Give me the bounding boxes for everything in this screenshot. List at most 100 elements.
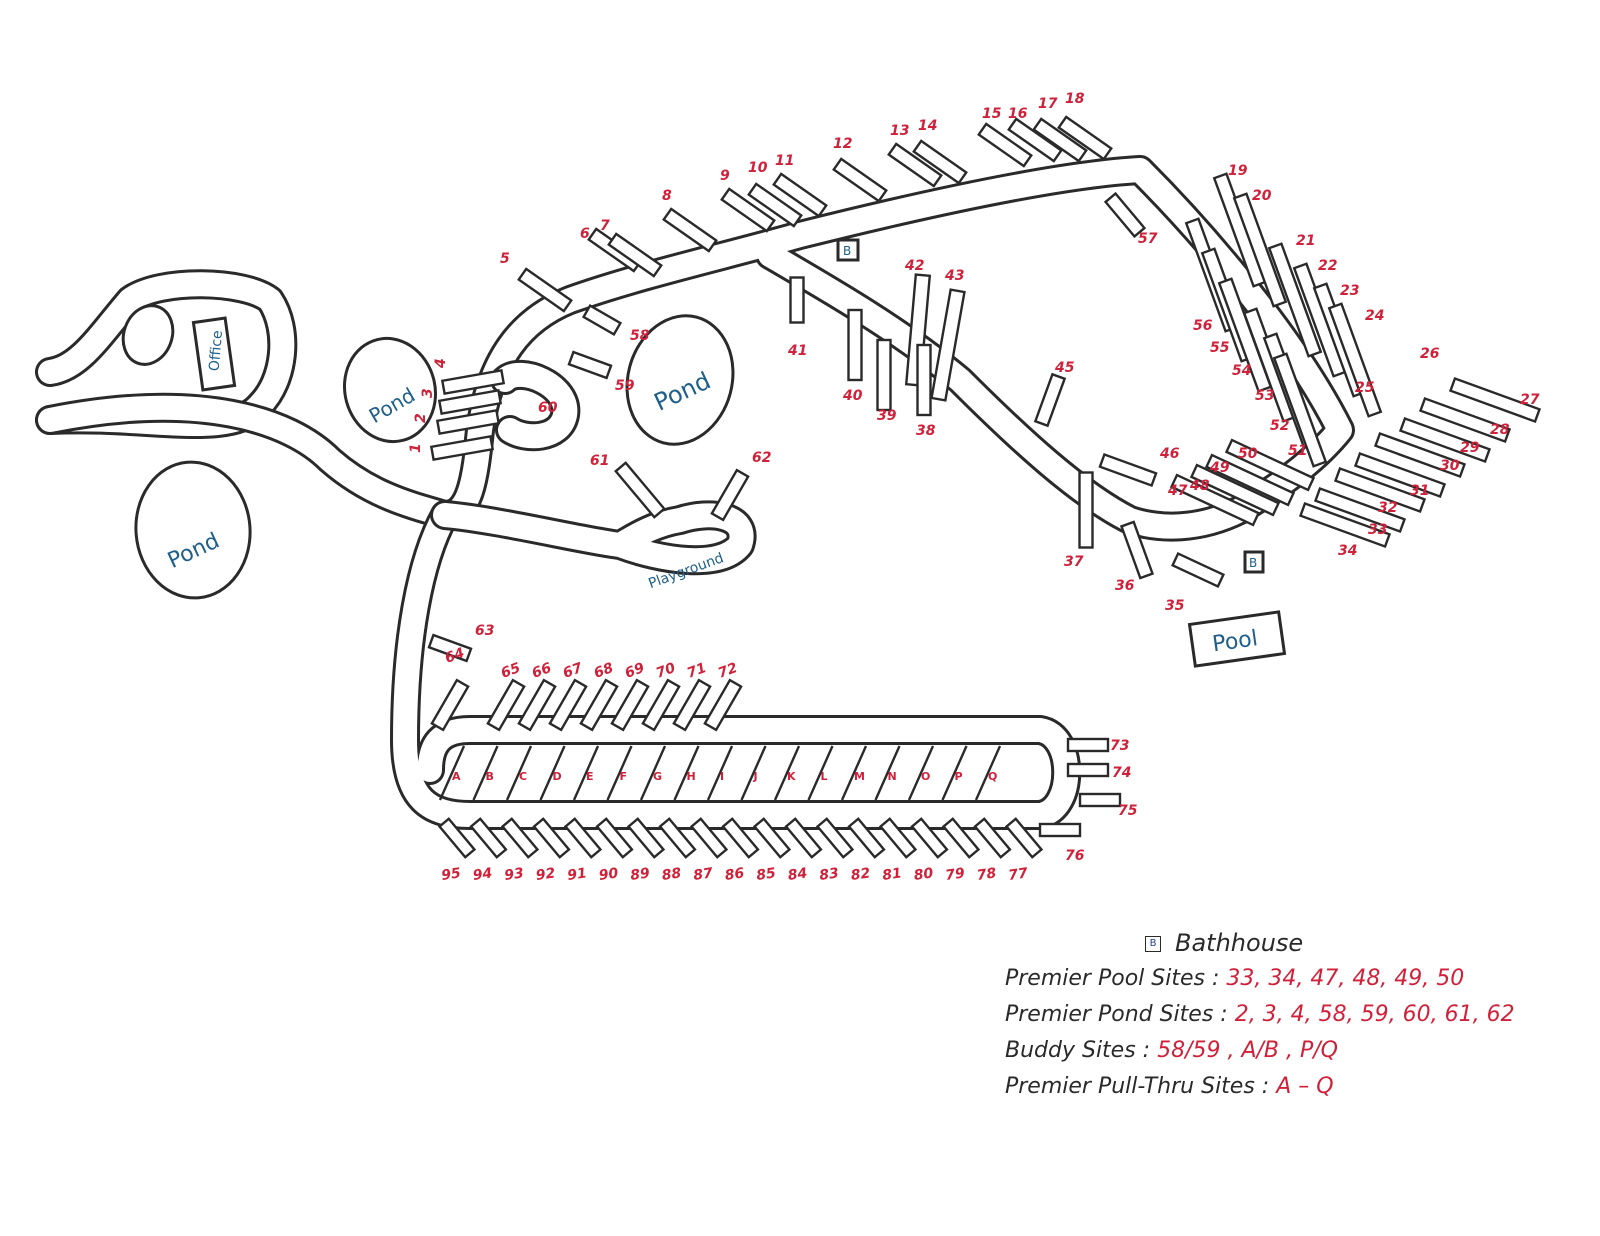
site-pad-1[interactable]: [429, 434, 495, 462]
site-pad-80[interactable]: [910, 817, 949, 859]
site-pad-51[interactable]: [1272, 352, 1328, 468]
site-pad-71[interactable]: [672, 678, 712, 732]
site-pad-36[interactable]: [1119, 520, 1155, 580]
site-pad-18[interactable]: [1057, 115, 1113, 161]
pull-thru-site-O[interactable]: [907, 745, 935, 801]
site-pad-95[interactable]: [437, 817, 477, 859]
pull-thru-site-D[interactable]: [539, 745, 566, 801]
pull-thru-site-P[interactable]: [941, 745, 968, 801]
site-pad-34[interactable]: [1298, 501, 1392, 549]
pull-thru-site-J[interactable]: [740, 745, 767, 801]
pull-thru-site-Q[interactable]: [974, 745, 1002, 801]
site-pad-84[interactable]: [784, 817, 823, 859]
pull-thru-site-G[interactable]: [639, 745, 667, 801]
site-pad-16[interactable]: [1007, 117, 1063, 163]
site-label-25: 25: [1355, 380, 1375, 396]
site-pad-40[interactable]: [847, 308, 863, 382]
site-pad-30[interactable]: [1373, 431, 1467, 479]
site-pad-13[interactable]: [887, 142, 943, 188]
pull-thru-site-L[interactable]: [807, 745, 834, 801]
site-pad-79[interactable]: [941, 817, 981, 859]
site-pad-62[interactable]: [710, 468, 750, 522]
pull-thru-site-C[interactable]: [505, 745, 533, 801]
site-pad-27[interactable]: [1448, 376, 1542, 424]
site-pad-50[interactable]: [1224, 438, 1316, 492]
site-pad-31[interactable]: [1353, 451, 1447, 499]
site-pad-9[interactable]: [720, 187, 776, 233]
site-pad-7[interactable]: [607, 232, 663, 278]
site-pad-81[interactable]: [878, 817, 918, 859]
pull-thru-site-A[interactable]: [438, 745, 466, 801]
site-pad-68[interactable]: [579, 678, 619, 732]
site-pad-35[interactable]: [1171, 551, 1225, 589]
pull-thru-site-B[interactable]: [472, 745, 499, 801]
site-pad-61[interactable]: [614, 461, 666, 519]
site-pad-5[interactable]: [517, 267, 573, 313]
site-pad-72[interactable]: [703, 678, 743, 732]
site-pad-64[interactable]: [430, 678, 470, 732]
site-pad-37[interactable]: [1078, 471, 1094, 549]
pull-thru-site-K[interactable]: [773, 745, 801, 801]
site-pad-24[interactable]: [1327, 302, 1383, 418]
site-pad-39[interactable]: [876, 338, 892, 412]
site-pad-67[interactable]: [548, 678, 588, 732]
site-pad-70[interactable]: [641, 678, 681, 732]
site-pad-17[interactable]: [1032, 117, 1088, 163]
pull-thru-site-N[interactable]: [874, 745, 901, 801]
site-pad-74[interactable]: [1066, 762, 1110, 778]
site-pad-91[interactable]: [563, 817, 603, 859]
site-pad-46[interactable]: [1098, 452, 1158, 488]
site-pad-45[interactable]: [1033, 372, 1067, 428]
site-pad-65[interactable]: [486, 678, 526, 732]
site-pad-90[interactable]: [595, 817, 634, 859]
site-pad-2[interactable]: [435, 408, 501, 436]
pull-thru-site-M[interactable]: [840, 745, 868, 801]
site-pad-42[interactable]: [904, 273, 932, 387]
site-pad-47[interactable]: [1169, 473, 1261, 527]
site-pad-3[interactable]: [437, 388, 503, 416]
site-pad-57[interactable]: [1103, 191, 1147, 239]
site-pad-29[interactable]: [1398, 416, 1492, 464]
site-pad-93[interactable]: [500, 817, 540, 859]
site-pad-82[interactable]: [847, 817, 886, 859]
site-pad-86[interactable]: [721, 817, 760, 859]
pull-thru-site-I[interactable]: [706, 745, 734, 801]
site-pad-12[interactable]: [832, 157, 888, 203]
site-pad-8[interactable]: [662, 207, 718, 253]
site-pad-83[interactable]: [815, 817, 855, 859]
site-pad-58[interactable]: [581, 303, 623, 337]
site-pad-33[interactable]: [1313, 486, 1407, 534]
pull-thru-site-E[interactable]: [572, 745, 600, 801]
site-pad-76[interactable]: [1038, 822, 1082, 838]
site-pad-85[interactable]: [752, 817, 792, 859]
pull-thru-site-F[interactable]: [606, 745, 633, 801]
site-pad-87[interactable]: [689, 817, 729, 859]
site-pad-20[interactable]: [1232, 192, 1288, 308]
site-pad-92[interactable]: [532, 817, 571, 859]
site-pad-49[interactable]: [1204, 453, 1296, 507]
site-pad-66[interactable]: [517, 678, 557, 732]
site-pad-4[interactable]: [440, 368, 506, 396]
site-pad-28[interactable]: [1418, 396, 1512, 444]
site-pad-14[interactable]: [912, 139, 968, 185]
site-pad-43[interactable]: [930, 288, 966, 402]
site-pad-21[interactable]: [1267, 242, 1323, 358]
site-pad-41[interactable]: [789, 276, 805, 324]
site-pad-69[interactable]: [610, 678, 650, 732]
site-pad-59[interactable]: [567, 350, 613, 380]
site-pad-15[interactable]: [977, 122, 1033, 168]
site-pad-94[interactable]: [469, 817, 508, 859]
site-pad-75[interactable]: [1078, 792, 1122, 808]
site-pad-11[interactable]: [772, 172, 828, 218]
pull-thru-site-H[interactable]: [673, 745, 700, 801]
site-pad-10[interactable]: [747, 182, 803, 228]
site-pad-63[interactable]: [427, 633, 473, 663]
site-pad-48[interactable]: [1189, 463, 1281, 517]
site-pad-89[interactable]: [626, 817, 666, 859]
site-pad-77[interactable]: [1004, 817, 1044, 859]
site-pad-88[interactable]: [658, 817, 697, 859]
site-pad-32[interactable]: [1333, 466, 1427, 514]
site-pad-38[interactable]: [916, 343, 932, 417]
site-pad-78[interactable]: [973, 817, 1012, 859]
site-pad-73[interactable]: [1066, 737, 1110, 753]
